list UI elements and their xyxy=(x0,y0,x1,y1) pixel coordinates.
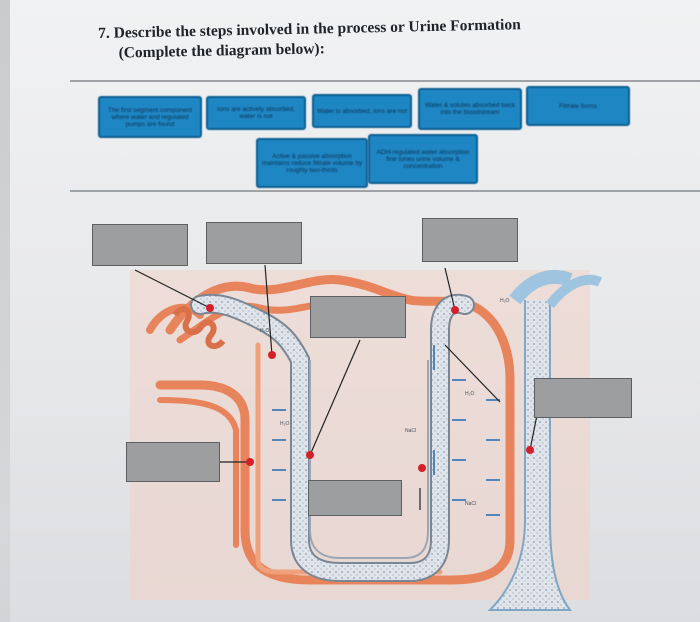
answer-tile-3[interactable]: Water is absorbed, ions are not xyxy=(312,94,412,128)
answer-tile-4[interactable]: Water & solutes absorbed back into the b… xyxy=(418,88,522,130)
drop-box-2[interactable] xyxy=(206,222,302,264)
answer-tile-6-text: Active & passive absorption maintains re… xyxy=(261,152,363,174)
answer-tile-1[interactable]: The first segment component where water … xyxy=(98,96,202,138)
answer-tile-3-text: Water is absorbed, ions are not xyxy=(316,107,408,115)
label-nacl-1: NaCl xyxy=(405,428,416,434)
answer-tile-4-text: Water & solutes absorbed back into the b… xyxy=(424,102,516,116)
drop-box-5[interactable] xyxy=(534,378,632,418)
answer-tile-2[interactable]: Ions are actively absorbed, water is not xyxy=(206,96,306,130)
glomerulus xyxy=(172,306,226,350)
answer-tile-5[interactable]: Filtrate forms xyxy=(526,86,630,126)
answer-tile-7-text: ADH-regulated water absorption fine tune… xyxy=(376,148,470,170)
label-h2o-3: H₂O xyxy=(465,391,475,397)
label-h2o-2: H₂O xyxy=(280,421,290,427)
renal-tubule xyxy=(190,293,475,582)
answer-tile-7[interactable]: ADH-regulated water absorption fine tune… xyxy=(368,134,478,184)
label-h2o-4: H₂O xyxy=(500,298,510,304)
worksheet-page: 7. Describe the steps involved in the pr… xyxy=(10,0,700,622)
answer-tile-1-text: The first segment component where water … xyxy=(107,106,193,128)
drop-box-6[interactable] xyxy=(126,442,220,482)
drop-box-1[interactable] xyxy=(92,224,188,266)
label-h2o-1: H₂O xyxy=(260,328,270,334)
collecting-duct xyxy=(487,269,603,611)
bottom-divider xyxy=(70,190,700,192)
answer-tile-2-text: Ions are actively absorbed, water is not xyxy=(217,106,295,120)
label-nacl-2: NaCl xyxy=(465,501,476,507)
drop-box-3[interactable] xyxy=(422,218,518,262)
drop-box-4[interactable] xyxy=(310,296,406,338)
drop-box-7[interactable] xyxy=(308,480,402,516)
top-divider xyxy=(70,80,700,82)
answer-tile-6[interactable]: Active & passive absorption maintains re… xyxy=(256,138,368,188)
answer-tile-5-text: Filtrate forms xyxy=(559,102,597,110)
label-markers xyxy=(206,304,534,472)
